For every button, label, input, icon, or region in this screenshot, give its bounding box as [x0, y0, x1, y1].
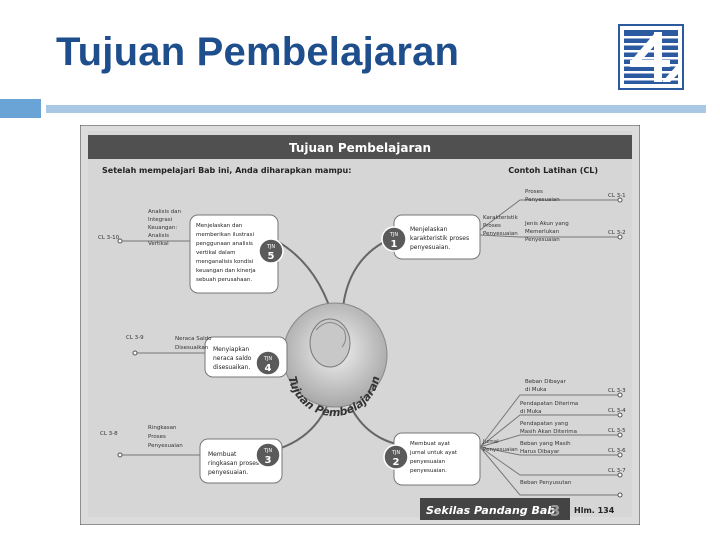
- svg-text:2: 2: [393, 457, 400, 468]
- svg-text:1: 1: [391, 239, 398, 250]
- svg-text:TJN: TJN: [266, 244, 276, 250]
- svg-text:CL 3-10: CL 3-10: [98, 235, 120, 241]
- svg-text:Menjelaskan karakteristi: Menjelaskan karakteristik proses penyesu…: [410, 226, 471, 251]
- svg-text:CL 3-4: CL 3-4: [608, 408, 626, 414]
- svg-text:CL 3-5: CL 3-5: [608, 428, 626, 434]
- svg-text:3: 3: [265, 455, 272, 466]
- svg-text:CL 3-1: CL 3-1: [608, 193, 626, 199]
- accent-block: [0, 99, 41, 118]
- svg-text:Menjelaskan dan memberik: Menjelaskan dan memberikan ilustrasi pen…: [196, 223, 257, 283]
- svg-text:Jurnal Penyesuaian: Jurnal Penyesuaian: [482, 439, 518, 453]
- svg-text:CL 3-3: CL 3-3: [608, 388, 626, 394]
- objective-4-badge: [255, 350, 281, 376]
- svg-text:Karakteristik Proses: Karakteristik Proses Penyesuaian: [483, 215, 520, 237]
- footer-banner-text: Sekilas Pandang Bab: [426, 504, 555, 517]
- right-exercise-labels: Karakteristik Proses Penyesuaian Jurnal …: [482, 189, 626, 486]
- figure-header-bar: [88, 135, 632, 159]
- footer-chapter-number: 3: [550, 502, 560, 520]
- objective-1-box: Menjelaskan karakteristik proses penyesu…: [381, 214, 481, 260]
- learning-objectives-figure: Tujuan Pembelajaran Setelah mempelajari …: [80, 125, 640, 525]
- company-logo-icon: [618, 24, 684, 90]
- svg-text:CL 3-8: CL 3-8: [100, 431, 118, 437]
- left-exercise-labels: CL 3-10 Analisis dan Integrasi Keuangan:…: [98, 209, 213, 449]
- objective-3-box: Membuat ringkasan proses penyesuaian. TJ…: [199, 438, 283, 484]
- figure-header: Tujuan Pembelajaran: [289, 141, 431, 155]
- svg-text:Beban Penyusutan: Beban Penyusutan: [520, 480, 572, 486]
- objective-1-badge: [381, 226, 407, 252]
- svg-text:TJN: TJN: [391, 450, 401, 456]
- objective-4-box: Menyiapkan neraca saldo disesuaikan. TJN…: [204, 336, 288, 378]
- svg-text:TJN: TJN: [263, 448, 273, 454]
- objective-2-badge: [383, 444, 409, 470]
- svg-text:Neraca Saldo Disesuaikan: Neraca Saldo Disesuaikan: [175, 336, 213, 351]
- examples-header: Contoh Latihan (CL): [508, 166, 598, 175]
- svg-text:Menyiapkan neraca saldo: Menyiapkan neraca saldo disesuaikan.: [213, 346, 253, 371]
- svg-text:CL 3-2: CL 3-2: [608, 230, 626, 236]
- svg-text:TJN: TJN: [389, 232, 399, 238]
- svg-text:Membuat ayat jurnal untu: Membuat ayat jurnal untuk ayat penyesuai…: [409, 441, 459, 474]
- objective-5-badge: [258, 238, 284, 264]
- svg-text:CL 3-7: CL 3-7: [608, 468, 626, 474]
- svg-text:Ringkasan Proses P: Ringkasan Proses Penyesuaian: [148, 425, 183, 449]
- objective-2-box: Membuat ayat jurnal untuk ayat penyesuai…: [383, 432, 481, 486]
- svg-text:4: 4: [265, 363, 272, 374]
- footer-page-ref: Hlm. 134: [574, 506, 615, 515]
- accent-line: [46, 105, 706, 113]
- svg-text:TJN: TJN: [263, 356, 273, 362]
- svg-text:CL 3-9: CL 3-9: [126, 335, 144, 341]
- objective-3-badge: [255, 442, 281, 468]
- svg-text:CL 3-6: CL 3-6: [608, 448, 626, 454]
- svg-text:Membuat ringkasan proses: Membuat ringkasan proses penyesuaian.: [208, 451, 261, 476]
- svg-text:Analisis dan Integrasi: Analisis dan Integrasi Keuangan: Analisi…: [148, 209, 183, 247]
- objective-5-box: Menjelaskan dan memberikan ilustrasi pen…: [189, 214, 284, 294]
- footer-banner: [420, 498, 570, 520]
- slide-title: Tujuan Pembelajaran: [56, 30, 460, 74]
- brain-head-icon: [309, 318, 351, 368]
- svg-text:5: 5: [268, 251, 275, 262]
- figure-intro: Setelah mempelajari Bab ini, Anda dihara…: [102, 166, 351, 175]
